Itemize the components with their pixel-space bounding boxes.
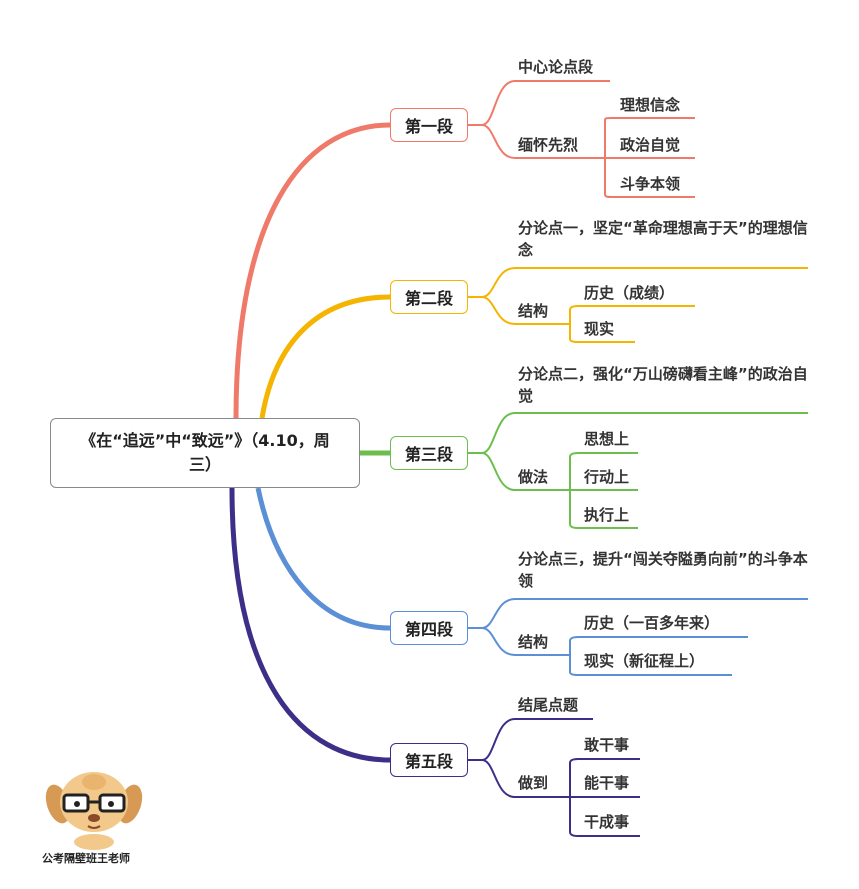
- node-conclusion[interactable]: 结尾点题: [518, 696, 579, 714]
- section-1-label: 第一段: [404, 117, 453, 136]
- node-s1-child-2[interactable]: 政治自觉: [620, 136, 681, 154]
- node-s3-thesis[interactable]: 分论点二，强化“万山磅礴看主峰”的政治自觉: [518, 365, 808, 405]
- node-s4-child-2[interactable]: 现实（新征程上）: [584, 652, 705, 670]
- node-s2-thesis[interactable]: 分论点一，坚定“革命理想高于天”的理想信念: [518, 219, 808, 259]
- root-title: 《在“追远”中“致远”》（4.10，周三）: [80, 431, 330, 474]
- section-1-node[interactable]: 第一段: [390, 108, 468, 142]
- node-s3-sub[interactable]: 做法: [518, 468, 549, 486]
- section-4-node[interactable]: 第四段: [390, 611, 468, 645]
- node-s3-child-1[interactable]: 思想上: [584, 430, 630, 448]
- branch-s1: [468, 80, 695, 198]
- node-s1-sub[interactable]: 缅怀先烈: [518, 136, 579, 154]
- section-5-label: 第五段: [404, 752, 453, 771]
- section-3-label: 第三段: [404, 445, 453, 464]
- branch-s5: [468, 718, 640, 837]
- node-s5-sub[interactable]: 做到: [518, 774, 549, 792]
- root-node[interactable]: 《在“追远”中“致远”》（4.10，周三）: [50, 418, 360, 488]
- edge-root-s5: [229, 487, 391, 763]
- node-s3-child-2[interactable]: 行动上: [584, 468, 630, 486]
- edge-root-s1: [233, 122, 391, 419]
- edge-root-s2: [259, 294, 391, 419]
- branch-s2: [468, 267, 808, 343]
- node-s2-child-2[interactable]: 现实: [584, 320, 615, 338]
- dog-mascot-icon: [45, 772, 143, 850]
- node-s4-thesis[interactable]: 分论点三，提升“闯关夺隘勇向前”的斗争本领: [518, 550, 808, 590]
- watermark-text: 公考隔壁班王老师: [42, 852, 130, 865]
- section-2-label: 第二段: [404, 289, 453, 308]
- branch-s3: [468, 412, 808, 529]
- node-s2-sub[interactable]: 结构: [518, 302, 549, 320]
- node-s5-child-3[interactable]: 干成事: [584, 813, 630, 831]
- node-s4-child-1[interactable]: 历史（一百多年来）: [584, 614, 720, 632]
- node-central-thesis[interactable]: 中心论点段: [518, 58, 594, 76]
- node-s5-child-2[interactable]: 能干事: [584, 774, 630, 792]
- node-s4-sub[interactable]: 结构: [518, 633, 549, 651]
- node-s5-child-1[interactable]: 敢干事: [584, 736, 630, 754]
- branch-s4: [468, 598, 808, 676]
- node-s2-child-1[interactable]: 历史（成绩）: [584, 284, 675, 302]
- section-4-label: 第四段: [404, 620, 453, 639]
- node-s1-child-3[interactable]: 斗争本领: [620, 175, 681, 193]
- section-2-node[interactable]: 第二段: [390, 280, 468, 314]
- node-s1-child-1[interactable]: 理想信念: [620, 96, 681, 114]
- node-s3-child-3[interactable]: 执行上: [584, 506, 630, 524]
- edge-root-s4: [255, 487, 391, 631]
- section-3-node[interactable]: 第三段: [390, 436, 468, 470]
- section-5-node[interactable]: 第五段: [390, 743, 468, 777]
